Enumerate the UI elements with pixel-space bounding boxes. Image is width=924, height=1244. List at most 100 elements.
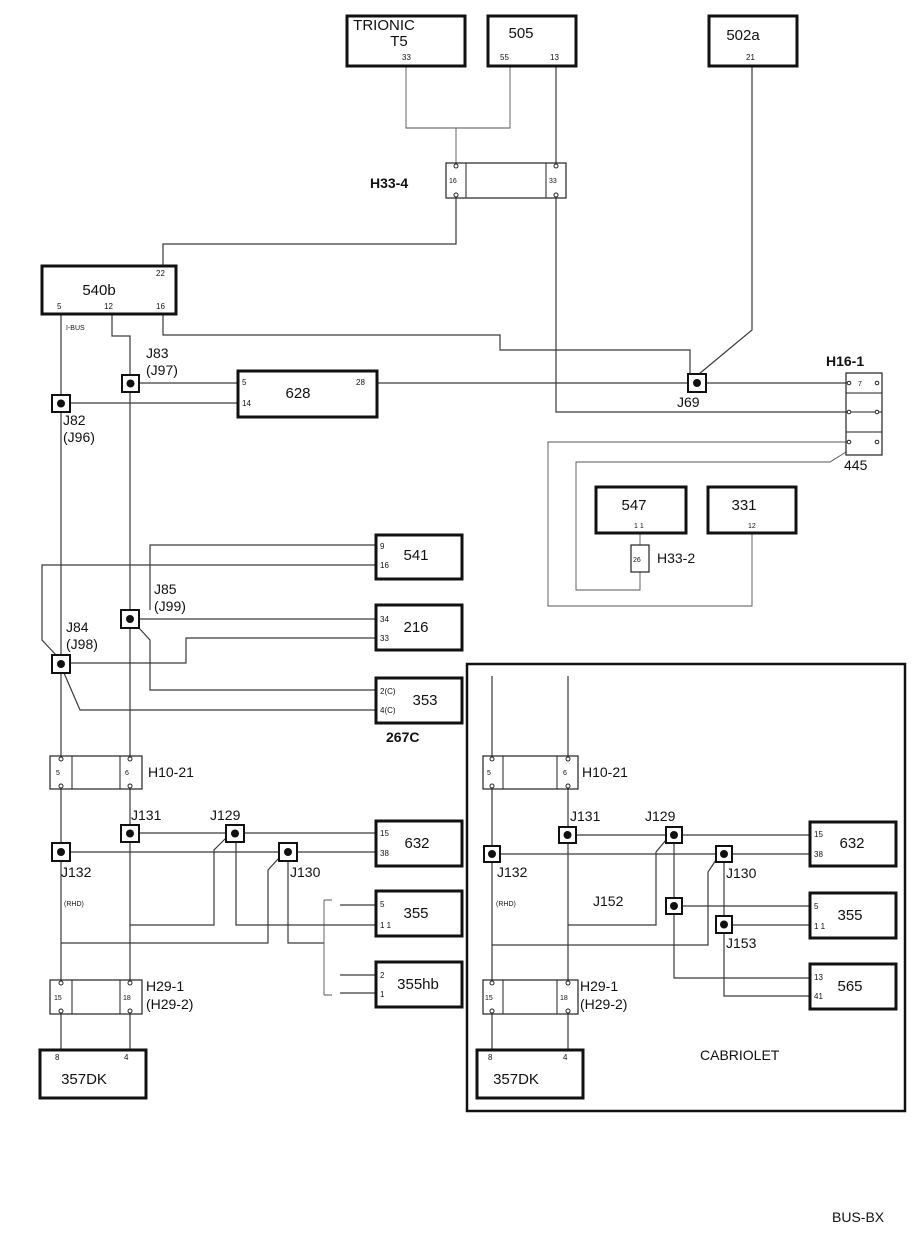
svg-text:J132: J132 <box>61 864 92 880</box>
svg-text:4(C): 4(C) <box>380 706 396 715</box>
svg-text:H33-4: H33-4 <box>370 175 408 191</box>
svg-text:33: 33 <box>402 53 411 62</box>
module-541: 541 9 16 <box>374 533 464 581</box>
svg-text:216: 216 <box>403 619 428 636</box>
svg-text:6: 6 <box>125 770 129 777</box>
junction-j130-left: J130 <box>278 842 321 880</box>
svg-text:1 1: 1 1 <box>634 523 644 530</box>
svg-text:15: 15 <box>814 830 823 839</box>
svg-text:TRIONIC: TRIONIC <box>353 17 415 34</box>
junction-j130-right: J130 <box>715 845 757 881</box>
svg-text:505: 505 <box>508 25 533 42</box>
svg-text:33: 33 <box>549 178 557 185</box>
svg-text:J132: J132 <box>497 864 528 880</box>
svg-text:15: 15 <box>485 995 493 1002</box>
junction-j152: J152 <box>593 893 683 915</box>
svg-text:1: 1 <box>380 990 385 999</box>
svg-text:547: 547 <box>621 497 646 514</box>
module-502a: 502a 21 <box>707 14 799 68</box>
svg-text:445: 445 <box>844 457 868 473</box>
module-355-left: 355 5 1 1 <box>374 889 464 938</box>
svg-text:21: 21 <box>746 53 755 62</box>
cabriolet-label: CABRIOLET <box>700 1047 780 1063</box>
svg-text:9: 9 <box>380 542 385 551</box>
svg-text:8: 8 <box>55 1053 60 1062</box>
junction-j153: J153 <box>715 915 757 951</box>
svg-text:28: 28 <box>356 378 365 387</box>
junction-j84: J84 (J98) <box>51 619 98 674</box>
svg-text:(J99): (J99) <box>154 598 186 614</box>
svg-text:1 1: 1 1 <box>814 922 826 931</box>
connector-h10-21-left: 5 6 H10-21 <box>49 755 194 790</box>
svg-text:H29-1: H29-1 <box>146 978 184 994</box>
svg-text:J131: J131 <box>570 808 601 824</box>
svg-text:(H29-2): (H29-2) <box>580 996 627 1012</box>
module-540b: 540b 22 5 12 16 I-BUS <box>40 264 178 332</box>
svg-text:8: 8 <box>488 1053 493 1062</box>
module-357dk-left: 357DK 8 4 <box>38 1048 148 1100</box>
junction-j131-left: J131 <box>120 807 162 843</box>
module-355-right: 355 5 1 1 <box>808 891 898 940</box>
svg-text:41: 41 <box>814 992 823 1001</box>
module-216: 216 34 33 <box>374 603 464 652</box>
svg-text:(RHD): (RHD) <box>496 901 516 908</box>
junction-j131-right: J131 <box>558 808 601 844</box>
svg-text:628: 628 <box>285 385 310 402</box>
svg-text:2(C): 2(C) <box>380 687 396 696</box>
junction-j85: J85 (J99) <box>120 581 186 629</box>
page-code: BUS-BX <box>832 1209 885 1225</box>
junction-j132-right: J132 (RHD) <box>483 845 528 908</box>
svg-text:I-BUS: I-BUS <box>66 325 85 332</box>
svg-text:357DK: 357DK <box>61 1071 107 1088</box>
svg-text:632: 632 <box>839 835 864 852</box>
svg-text:16: 16 <box>156 302 165 311</box>
svg-text:355hb: 355hb <box>397 976 439 993</box>
module-632-left: 632 15 38 <box>374 819 464 868</box>
svg-text:7: 7 <box>858 381 862 388</box>
connector-h29-1-left: 15 18 H29-1 (H29-2) <box>49 978 193 1015</box>
connector-h33-2: 26 H33-2 <box>630 544 695 573</box>
svg-text:H29-1: H29-1 <box>580 978 618 994</box>
svg-text:(RHD): (RHD) <box>64 901 84 908</box>
junction-j129-right: J129 <box>645 808 683 844</box>
svg-text:38: 38 <box>814 850 823 859</box>
svg-text:55: 55 <box>500 53 509 62</box>
svg-text:15: 15 <box>54 995 62 1002</box>
svg-text:5: 5 <box>242 378 247 387</box>
module-628: 628 5 14 28 <box>236 369 379 419</box>
svg-text:(J97): (J97) <box>146 362 178 378</box>
svg-text:22: 22 <box>156 269 165 278</box>
svg-text:H10-21: H10-21 <box>582 764 628 780</box>
svg-text:565: 565 <box>837 978 862 995</box>
module-331: 331 12 <box>706 485 798 535</box>
svg-text:540b: 540b <box>82 282 115 299</box>
module-505: 505 55 13 <box>486 14 578 68</box>
svg-text:J129: J129 <box>645 808 676 824</box>
svg-text:632: 632 <box>404 835 429 852</box>
svg-text:H33-2: H33-2 <box>657 550 695 566</box>
svg-text:J85: J85 <box>154 581 177 597</box>
svg-text:502a: 502a <box>726 27 760 44</box>
svg-text:J84: J84 <box>66 619 89 635</box>
svg-text:5: 5 <box>814 902 819 911</box>
svg-text:267C: 267C <box>386 729 419 745</box>
connector-h29-1-right: 15 18 H29-1 (H29-2) <box>482 978 627 1015</box>
svg-text:355: 355 <box>837 907 862 924</box>
svg-text:4: 4 <box>124 1053 129 1062</box>
svg-text:355: 355 <box>403 905 428 922</box>
svg-text:2: 2 <box>380 971 385 980</box>
svg-text:33: 33 <box>380 634 389 643</box>
svg-text:J83: J83 <box>146 345 169 361</box>
svg-text:J153: J153 <box>726 935 757 951</box>
svg-text:5: 5 <box>56 770 60 777</box>
module-353: 353 2(C) 4(C) 267C <box>374 676 464 745</box>
svg-text:1 1: 1 1 <box>380 921 392 930</box>
svg-text:38: 38 <box>380 849 389 858</box>
svg-text:16: 16 <box>380 561 389 570</box>
svg-text:15: 15 <box>380 829 389 838</box>
svg-text:5: 5 <box>487 770 491 777</box>
svg-text:26: 26 <box>633 557 641 564</box>
module-632-right: 632 15 38 <box>808 820 898 868</box>
svg-text:4: 4 <box>563 1053 568 1062</box>
